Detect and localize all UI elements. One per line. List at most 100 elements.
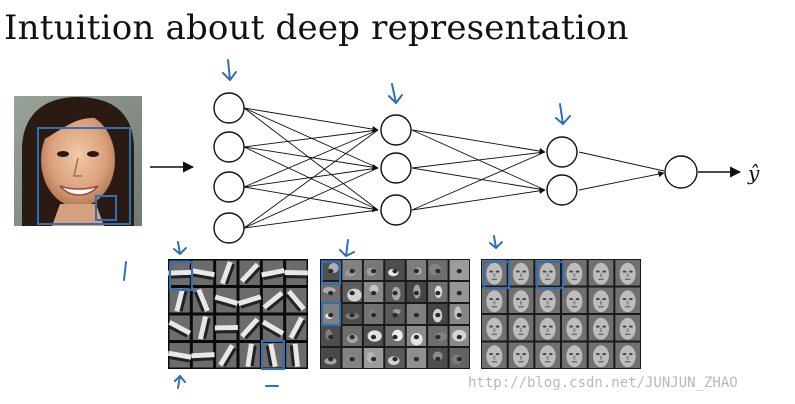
neuron-l1-3 <box>213 171 245 203</box>
feature-cell <box>482 342 507 368</box>
feature-highlight-annotation <box>169 261 193 291</box>
part-features-panel <box>320 259 470 369</box>
feature-highlight-annotation <box>261 340 285 370</box>
feature-cell <box>449 260 469 280</box>
face-region-annotation <box>37 127 131 225</box>
feature-cell <box>406 282 427 302</box>
feature-cell <box>261 260 285 285</box>
neuron-l3-1 <box>546 136 578 168</box>
output-label: ŷ <box>747 161 760 185</box>
feature-cell <box>342 326 362 346</box>
feature-cell <box>216 260 237 285</box>
neuron-l2-3 <box>380 194 412 226</box>
feature-cell <box>385 326 405 346</box>
feature-cell <box>286 315 307 340</box>
connections-l3-out <box>578 151 665 191</box>
feature-cell <box>214 315 238 340</box>
feature-cell <box>508 260 534 286</box>
feature-cell <box>562 342 587 368</box>
feature-cell <box>588 315 614 341</box>
feature-cell <box>168 260 192 285</box>
feature-cell <box>535 342 560 368</box>
feature-cell <box>482 315 507 341</box>
feature-cell <box>428 282 448 302</box>
feature-cell <box>449 326 469 346</box>
feature-cell <box>321 304 341 324</box>
edge-features-panel <box>167 259 308 369</box>
feature-cell <box>535 260 560 286</box>
feature-cell <box>428 348 448 368</box>
connections-l2-l3 <box>411 129 546 211</box>
feature-cell <box>615 342 640 368</box>
feature-highlight-annotation <box>483 261 510 289</box>
feature-cell <box>428 326 448 346</box>
feature-cell <box>482 260 507 286</box>
watermark: http://blog.csdn.net/JUNJUN_ZHAO <box>468 375 738 391</box>
page-title: Intuition about deep representation <box>4 8 629 48</box>
feature-cell <box>562 287 587 313</box>
feature-cell <box>169 288 190 313</box>
neuron-output <box>664 155 698 189</box>
neuron-l2-1 <box>380 114 412 146</box>
feature-cell <box>449 304 469 324</box>
feature-cell <box>615 287 640 313</box>
face-photo <box>14 96 142 226</box>
feature-cell <box>406 348 427 368</box>
feature-cell <box>449 282 469 302</box>
feature-cell <box>191 260 215 285</box>
feature-cell <box>535 287 560 313</box>
feature-cell <box>615 260 640 286</box>
feature-cell <box>535 315 560 341</box>
feature-cell <box>562 260 587 286</box>
neuron-l1-2 <box>213 131 245 163</box>
feature-cell <box>406 326 427 346</box>
feature-cell <box>342 348 362 368</box>
feature-cell <box>588 260 614 286</box>
feature-cell <box>321 348 341 368</box>
feature-cell <box>239 260 261 285</box>
feature-cell <box>262 343 284 368</box>
feature-cell <box>406 260 427 280</box>
feature-cell <box>385 304 405 324</box>
annotation-arrows <box>123 59 571 389</box>
feature-cell <box>342 304 362 324</box>
feature-cell <box>449 348 469 368</box>
feature-cell <box>508 315 534 341</box>
connections-l1-l2 <box>243 107 379 229</box>
neuron-l1-1 <box>213 92 245 124</box>
neurons <box>213 92 698 244</box>
feature-cell <box>216 343 237 368</box>
feature-cell <box>342 260 362 280</box>
feature-cell <box>239 343 260 368</box>
feature-cell <box>237 288 262 313</box>
feature-highlight-annotation <box>321 302 341 326</box>
feature-cell <box>482 287 507 313</box>
neuron-l1-4 <box>213 212 245 244</box>
feature-cell <box>363 260 384 280</box>
feature-cell <box>385 282 405 302</box>
neuron-l3-2 <box>546 174 578 206</box>
feature-cell <box>342 282 362 302</box>
feature-cell <box>363 348 384 368</box>
feature-cell <box>385 348 405 368</box>
feature-cell <box>588 342 614 368</box>
feature-cell <box>363 282 384 302</box>
feature-highlight-annotation <box>321 261 341 285</box>
feature-cell <box>385 260 405 280</box>
feature-cell <box>428 260 448 280</box>
feature-cell <box>261 315 285 340</box>
face-features-panel <box>481 259 641 369</box>
feature-cell <box>262 288 285 313</box>
feature-cell <box>192 315 214 340</box>
feature-cell <box>192 288 214 313</box>
feature-cell <box>615 315 640 341</box>
neuron-l2-2 <box>380 152 412 184</box>
feature-cell <box>363 304 384 324</box>
feature-cell <box>284 260 308 285</box>
feature-cell <box>167 315 192 340</box>
feature-cell <box>214 288 239 313</box>
feature-cell <box>428 304 448 324</box>
feature-cell <box>363 326 384 346</box>
feature-cell <box>191 343 215 368</box>
